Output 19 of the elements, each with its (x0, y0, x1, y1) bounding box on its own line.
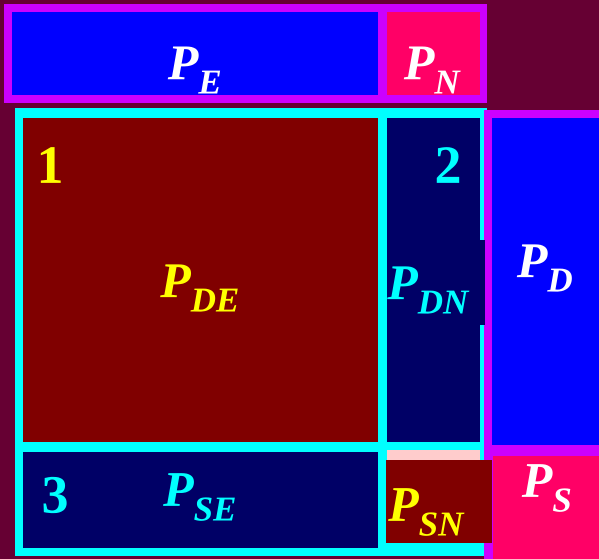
region-box (386, 450, 492, 543)
area-label: P$_{S}$ (522, 464, 570, 512)
region-number: 3 (44, 476, 67, 514)
region-box (23, 452, 378, 548)
region-box (493, 456, 599, 559)
area-label: P$_{DN}$ (387, 266, 470, 314)
region-box (387, 12, 480, 95)
area-label: P$_{E}$ (168, 46, 220, 94)
area-label: P$_{SE}$ (163, 473, 235, 521)
region-box (387, 118, 485, 442)
region-box (12, 12, 378, 95)
region-box (23, 118, 378, 442)
region-number: 2 (436, 147, 460, 183)
region-box (492, 118, 599, 445)
area-label: P$_{SN}$ (388, 488, 464, 536)
area-label: P$_{N}$ (404, 46, 461, 94)
area-label: P$_{DE}$ (160, 264, 238, 312)
region-number: 1 (40, 147, 61, 183)
area-label: P$_{D}$ (516, 244, 572, 292)
